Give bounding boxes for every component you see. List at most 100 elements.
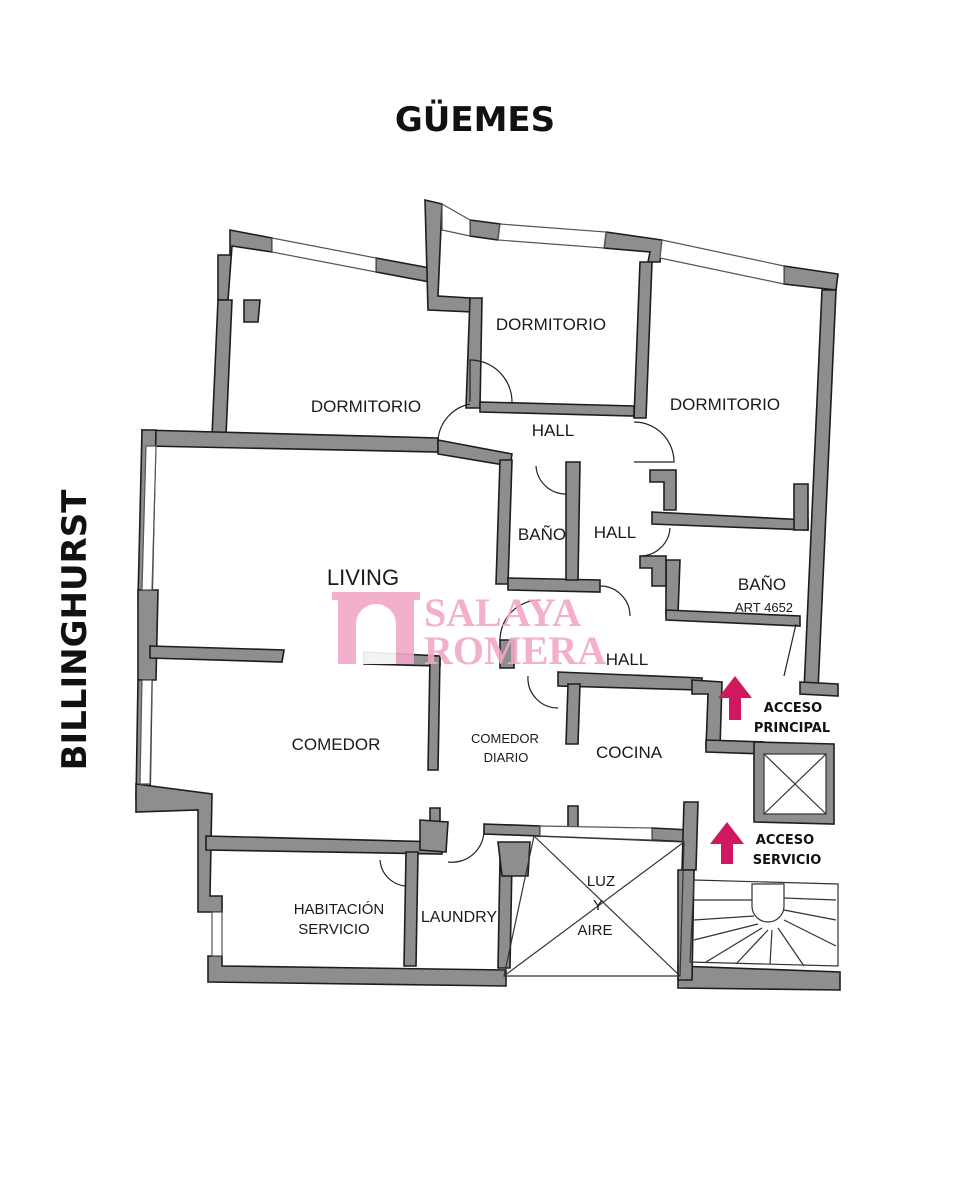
access-principal: ACCESO PRINCIPAL	[718, 676, 830, 736]
stairs-outline	[689, 879, 839, 967]
wall-segment	[665, 559, 681, 615]
room-label-luz-y-aire-3: AIRE	[577, 922, 612, 939]
room-label-living: LIVING	[327, 565, 399, 590]
door-swing	[783, 623, 797, 677]
door-swing	[599, 585, 631, 617]
stair-tread	[769, 929, 773, 965]
wall-segment	[649, 469, 677, 511]
door-swing	[499, 599, 541, 641]
access-principal-arrow-icon	[718, 676, 752, 720]
room-label-dormitorio-3: DORMITORIO	[670, 395, 780, 414]
wall-segment	[691, 679, 723, 749]
room-label-hall-3: HALL	[606, 650, 649, 669]
wall-segment	[211, 299, 233, 437]
door-swing	[437, 403, 471, 441]
wall-segment	[149, 645, 285, 663]
wall-segment	[403, 851, 419, 967]
wall-segment	[243, 299, 261, 323]
access-servicio-label-2: SERVICIO	[753, 853, 822, 868]
stair-tread	[735, 929, 769, 965]
room-label-laundry: LAUNDRY	[421, 909, 498, 926]
light-shaft-cross	[503, 841, 685, 977]
door-swing	[639, 527, 671, 557]
wall-segment	[469, 219, 501, 241]
window	[539, 825, 653, 841]
wall-segment	[633, 261, 653, 419]
room-label-comedor: COMEDOR	[292, 735, 381, 754]
watermark-text-line1: SALAYA	[424, 590, 581, 635]
window	[441, 202, 471, 237]
room-label-hall-2: HALL	[594, 523, 637, 542]
wall-segment	[799, 681, 839, 697]
window	[271, 237, 377, 273]
stair-tread	[783, 897, 837, 901]
wall-segment	[140, 429, 439, 453]
wall-segment	[565, 461, 581, 581]
wall-segment	[565, 683, 581, 745]
door-swing	[469, 359, 513, 403]
window	[139, 679, 153, 785]
room-label-luz-y-aire-1: LUZ	[587, 873, 615, 890]
room-label-luz-y-aire-2: Y	[593, 897, 603, 914]
wall-segment	[681, 801, 699, 871]
window	[211, 911, 223, 957]
wall-segment	[419, 819, 449, 853]
service-stairs	[689, 879, 839, 967]
room-label-dormitorio-2: DORMITORIO	[496, 315, 606, 334]
wall-segment	[651, 511, 809, 531]
door-swing	[379, 859, 407, 887]
wall-segment	[495, 459, 513, 585]
stair-tread	[783, 909, 837, 921]
room-label-dormitorio-1: DORMITORIO	[311, 397, 421, 416]
wall-segment	[205, 835, 443, 855]
door-swing	[633, 421, 675, 463]
room-label-habitacion-servicio-2: SERVICIO	[298, 921, 369, 938]
wall-segment	[677, 965, 841, 991]
light-shaft	[503, 835, 685, 977]
access-servicio-label-1: ACCESO	[756, 833, 814, 848]
elevator-shaft	[763, 753, 827, 815]
doors	[379, 359, 797, 887]
stair-tread	[783, 919, 837, 947]
wall-segment	[479, 401, 635, 417]
windows	[139, 202, 785, 957]
access-principal-label-2: PRINCIPAL	[754, 721, 830, 736]
stairs-well	[751, 883, 785, 923]
room-label-bano-2-note: ART 4652	[735, 600, 793, 615]
elevator-cross	[763, 753, 827, 815]
wall-segment	[639, 555, 667, 587]
access-servicio: ACCESO SERVICIO	[710, 822, 821, 868]
room-label-comedor-diario-1: COMEDOR	[471, 731, 539, 746]
stair-tread	[777, 927, 805, 967]
window	[659, 239, 785, 285]
wall-segment	[793, 483, 809, 531]
wall-segment	[427, 655, 441, 771]
window	[497, 223, 607, 249]
room-label-bano-2: BAÑO	[738, 575, 786, 594]
watermark-logo-lintel	[332, 592, 420, 600]
stair-tread	[705, 927, 763, 963]
wall-segment	[783, 265, 839, 291]
access-principal-label-1: ACCESO	[764, 701, 822, 716]
window	[141, 445, 157, 591]
wall-segment	[465, 297, 483, 409]
wall-segment	[483, 823, 541, 837]
wall-segment	[665, 609, 801, 627]
stair-tread	[693, 923, 759, 941]
street-label-top: GÜEMES	[395, 99, 555, 140]
wall-segment	[499, 639, 515, 669]
wall-segment	[137, 589, 159, 681]
room-label-cocina: COCINA	[596, 743, 663, 762]
light-shaft-cross	[533, 835, 681, 977]
door-swing	[535, 465, 567, 495]
wall-segment	[375, 257, 431, 283]
room-label-comedor-diario-2: DIARIO	[484, 750, 529, 765]
wall-segment	[603, 231, 663, 263]
door-swing	[527, 675, 559, 709]
access-servicio-arrow-icon	[710, 822, 744, 864]
room-label-habitacion-servicio-1: HABITACIÓN	[294, 901, 385, 918]
stair-tread	[693, 915, 755, 921]
wall-segment	[207, 955, 507, 987]
wall-segment	[217, 229, 273, 301]
